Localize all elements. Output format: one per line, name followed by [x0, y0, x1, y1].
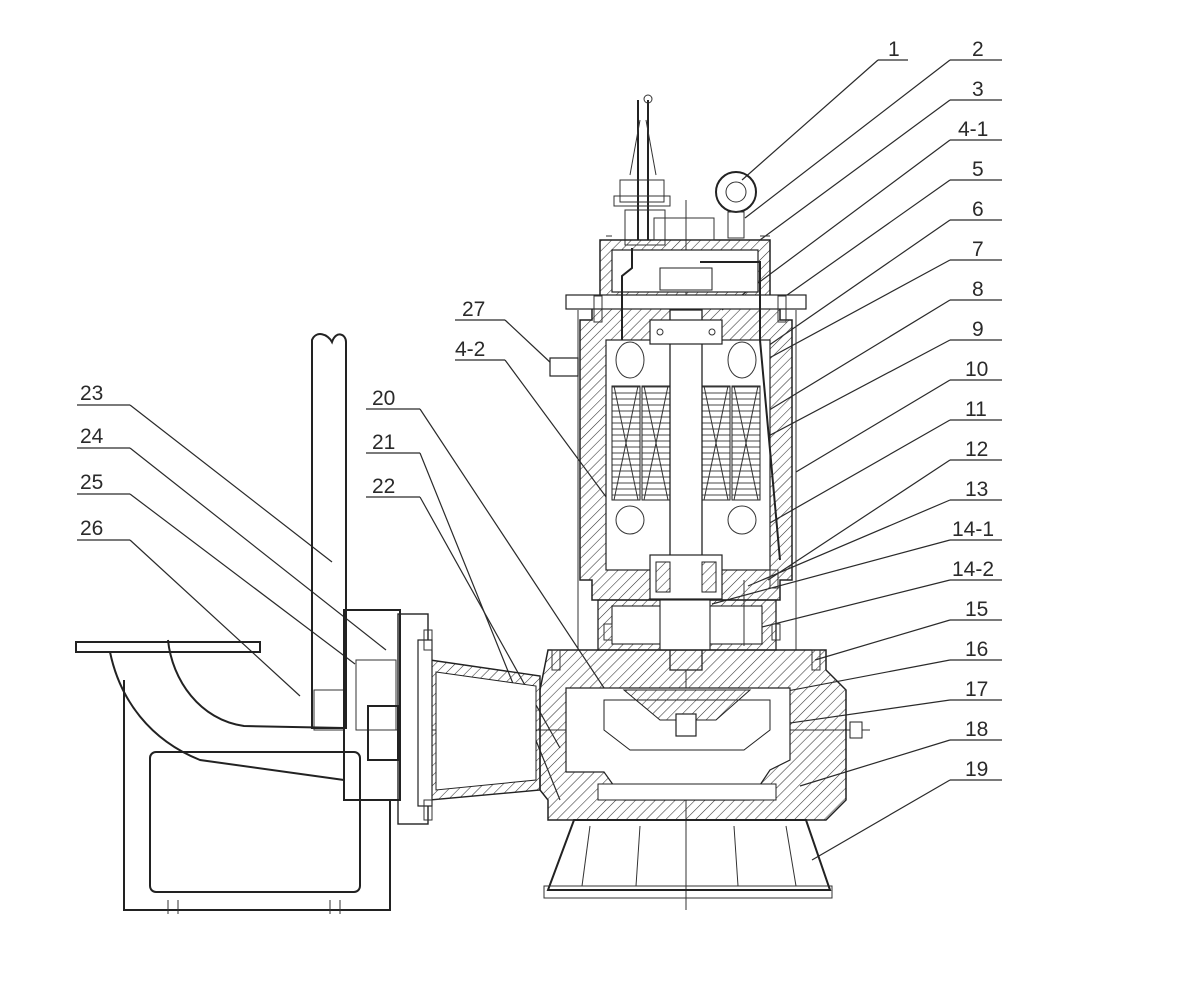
- discharge-pipe: [397, 613, 541, 825]
- pump-volute: [539, 649, 863, 821]
- callout-label: 27: [462, 298, 485, 321]
- callout-label: 2: [972, 38, 984, 61]
- callout-label: 16: [965, 638, 988, 661]
- oil-chamber: [597, 580, 777, 651]
- callout-5: 5: [779, 158, 1002, 301]
- callout-27: 27: [455, 298, 553, 365]
- callout-10: 10: [795, 358, 1002, 473]
- callout-label: 12: [965, 438, 988, 461]
- callout-label: 17: [965, 678, 988, 701]
- callout-23: 23: [77, 382, 333, 563]
- callout-2: 2: [744, 38, 1002, 219]
- discharge-elbow: [75, 639, 391, 914]
- motor-top-cover: [599, 217, 771, 301]
- callout-label: 22: [372, 475, 395, 498]
- guide-rail: [311, 333, 347, 731]
- callout-label: 20: [372, 387, 395, 410]
- flange-bolts: [423, 295, 821, 821]
- callout-label: 6: [972, 198, 984, 221]
- callout-19: 19: [811, 758, 1002, 861]
- auto-coupling-base: [343, 609, 401, 801]
- callout-label: 4-2: [455, 338, 485, 361]
- lifting-eye: [715, 171, 757, 239]
- callout-label: 7: [972, 238, 984, 261]
- callout-12: 12: [767, 438, 1002, 581]
- float-switch: [549, 357, 579, 377]
- callout-14-2: 14-2: [709, 558, 1002, 641]
- callout-label: 18: [965, 718, 988, 741]
- callout-label: 5: [972, 158, 984, 181]
- callout-25: 25: [77, 471, 356, 665]
- callout-label: 21: [372, 431, 395, 454]
- callout-label: 3: [972, 78, 984, 101]
- callout-26: 26: [77, 517, 301, 697]
- callout-label: 11: [965, 398, 987, 421]
- callout-label: 14-1: [952, 518, 994, 541]
- callout-label: 23: [80, 382, 103, 405]
- callout-label: 13: [965, 478, 988, 501]
- stator-windings: [611, 341, 761, 535]
- callout-label: 10: [965, 358, 988, 381]
- callout-6: 6: [764, 198, 1002, 349]
- callout-15: 15: [814, 598, 1002, 661]
- callout-label: 25: [80, 471, 103, 494]
- callout-24: 24: [77, 425, 387, 651]
- callout-label: 9: [972, 318, 984, 341]
- callout-label: 1: [888, 38, 900, 61]
- callout-label: 4-1: [958, 118, 988, 141]
- callout-11: 11: [711, 398, 1002, 557]
- callout-label: 8: [972, 278, 984, 301]
- callout-label: 14-2: [952, 558, 994, 581]
- callout-3: 3: [759, 78, 1002, 241]
- callout-label: 15: [965, 598, 988, 621]
- cable-inner: [621, 248, 781, 561]
- impeller-nut: [675, 713, 697, 737]
- callout-label: 26: [80, 517, 103, 540]
- cable-entry: [613, 94, 671, 246]
- callout-label: 19: [965, 758, 988, 781]
- callout-1: 1: [741, 38, 908, 181]
- callout-label: 24: [80, 425, 104, 448]
- impeller-hub: [622, 689, 752, 721]
- pump-base-stand: [543, 819, 833, 899]
